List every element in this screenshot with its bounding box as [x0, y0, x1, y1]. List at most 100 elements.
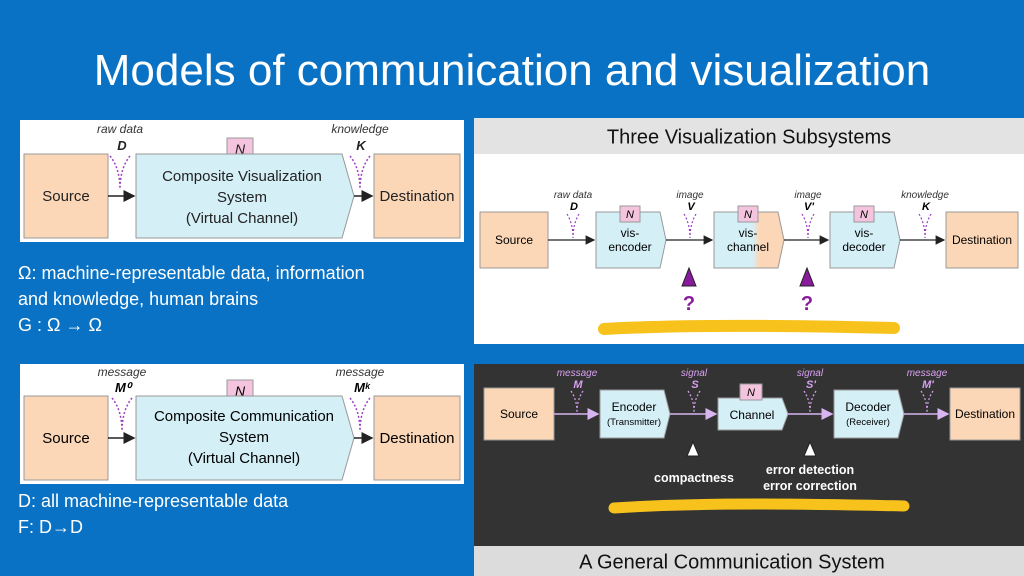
vis-decoder-line2: decoder: [842, 240, 885, 254]
message-symbol-2: Mᵏ: [354, 380, 371, 395]
channel-line3: (Virtual Channel): [188, 450, 300, 467]
source-label: Source: [42, 188, 90, 205]
image-dotted-arrow-2: [801, 213, 815, 239]
noise-box-3: [853, 205, 875, 223]
source-label: Source: [500, 407, 538, 421]
source-label: Source: [42, 430, 90, 447]
omega-line3: G : Ω → Ω: [18, 315, 102, 335]
channel-box: [135, 153, 355, 239]
raw-data-dotted-arrow: [566, 213, 580, 239]
footer-bar: [474, 546, 1024, 576]
image-label-2: image: [794, 190, 822, 201]
message-dotted-arrow-2: [349, 397, 371, 433]
destination-label: Destination: [379, 430, 454, 447]
message-symbol-1: M⁰: [115, 380, 134, 395]
destination-box: [373, 395, 461, 481]
message-label-2: message: [907, 368, 948, 379]
raw-data-symbol: D: [570, 201, 578, 213]
yellow-highlight-stroke: [598, 319, 900, 335]
channel-line3: (Virtual Channel): [186, 210, 298, 227]
raw-data-dotted-arrow: [109, 155, 131, 191]
channel-label: Channel: [730, 408, 775, 422]
d-line2: F: D→D: [18, 517, 83, 537]
three-visualization-subsystems-diagram: Three Visualization Subsystems raw data …: [474, 118, 1024, 344]
pointer-triangle-1: [686, 440, 700, 457]
destination-label: Destination: [955, 407, 1015, 421]
signal-symbol-1: S: [691, 379, 699, 391]
noise-box-2: [737, 205, 759, 223]
vis-channel-line1: vis-: [739, 226, 758, 240]
noise-symbol-3: N: [860, 209, 868, 221]
d-line1: D: all machine-representable data: [18, 491, 289, 511]
error-detection-label: error detection: [766, 463, 854, 477]
knowledge-label: knowledge: [901, 190, 949, 201]
noise-symbol: N: [235, 383, 246, 399]
signal-symbol-2: S': [806, 379, 816, 391]
vis-decoder-box: [829, 211, 901, 269]
channel-line1: Composite Visualization: [162, 168, 322, 185]
image-symbol-2: V': [804, 201, 814, 213]
decoder-line2: (Receiver): [846, 417, 890, 428]
subsystems-header-bar: [474, 118, 1024, 154]
message-label-1: message: [98, 365, 147, 379]
noise-symbol-1: N: [626, 209, 634, 221]
knowledge-symbol: K: [922, 201, 931, 213]
image-symbol-1: V: [687, 201, 696, 213]
communication-virtual-channel-diagram: message M⁰ message Mᵏ N Source Composite…: [20, 364, 464, 484]
signal-label-1: signal: [681, 368, 708, 379]
raw-data-label: raw data: [97, 122, 143, 136]
message-label-2: message: [336, 365, 385, 379]
knowledge-symbol: K: [356, 138, 367, 153]
signal-dotted-arrow-1: [687, 390, 701, 413]
source-box: [23, 153, 109, 239]
omega-definition: Ω: machine-representable data, informati…: [18, 260, 458, 338]
vis-channel-line2: channel: [727, 240, 769, 254]
signal-dotted-arrow-2: [803, 390, 817, 413]
subsystems-header: Three Visualization Subsystems: [607, 126, 891, 148]
channel-box: [135, 395, 355, 481]
destination-label: Destination: [379, 188, 454, 205]
omega-line1: Ω: machine-representable data, informati…: [18, 263, 365, 283]
vis-decoder-line1: vis-: [855, 226, 874, 240]
error-correction-label: error correction: [763, 479, 857, 493]
page-title: Models of communication and visualizatio…: [93, 46, 931, 95]
compactness-label: compactness: [654, 471, 734, 485]
source-box: [483, 387, 555, 441]
knowledge-dotted-arrow: [918, 213, 932, 239]
pointer-triangle-2: [803, 440, 817, 457]
vis-encoder-line1: vis-: [621, 226, 640, 240]
channel-line2: System: [219, 429, 269, 446]
noise-symbol-2: N: [744, 209, 752, 221]
encoder-box: [599, 389, 671, 439]
noise-box: [739, 383, 763, 401]
yellow-highlight-stroke: [608, 498, 910, 514]
vis-channel-box: [713, 211, 785, 269]
vis-encoder-line2: encoder: [608, 240, 651, 254]
question-mark-1: ?: [683, 293, 695, 315]
pointer-triangle-2: [799, 266, 815, 287]
message-dotted-arrow-2: [920, 390, 934, 413]
message-label-1: message: [557, 368, 598, 379]
pointer-triangle-1: [681, 266, 697, 287]
destination-box: [949, 387, 1021, 441]
noise-symbol: N: [747, 387, 755, 399]
noise-symbol: N: [235, 141, 246, 157]
knowledge-label: knowledge: [331, 122, 389, 136]
image-dotted-arrow-1: [683, 213, 697, 239]
raw-data-label: raw data: [554, 190, 593, 201]
message-symbol-1: M: [573, 379, 583, 391]
raw-data-symbol: D: [117, 138, 127, 153]
visualization-virtual-channel-diagram: raw data D knowledge K N Source Composit…: [20, 120, 464, 242]
channel-box: [717, 397, 789, 431]
encoder-line2: (Transmitter): [607, 417, 661, 428]
destination-label: Destination: [952, 233, 1012, 247]
encoder-line1: Encoder: [612, 400, 657, 414]
message-symbol-2: M': [922, 379, 934, 391]
general-communication-system-diagram: message M signal S signal S' message M' …: [474, 364, 1024, 576]
signal-label-2: signal: [797, 368, 824, 379]
image-label-1: image: [676, 190, 704, 201]
message-dotted-arrow-1: [570, 390, 584, 413]
source-label: Source: [495, 233, 533, 247]
question-mark-2: ?: [801, 293, 813, 315]
channel-line2: System: [217, 189, 267, 206]
